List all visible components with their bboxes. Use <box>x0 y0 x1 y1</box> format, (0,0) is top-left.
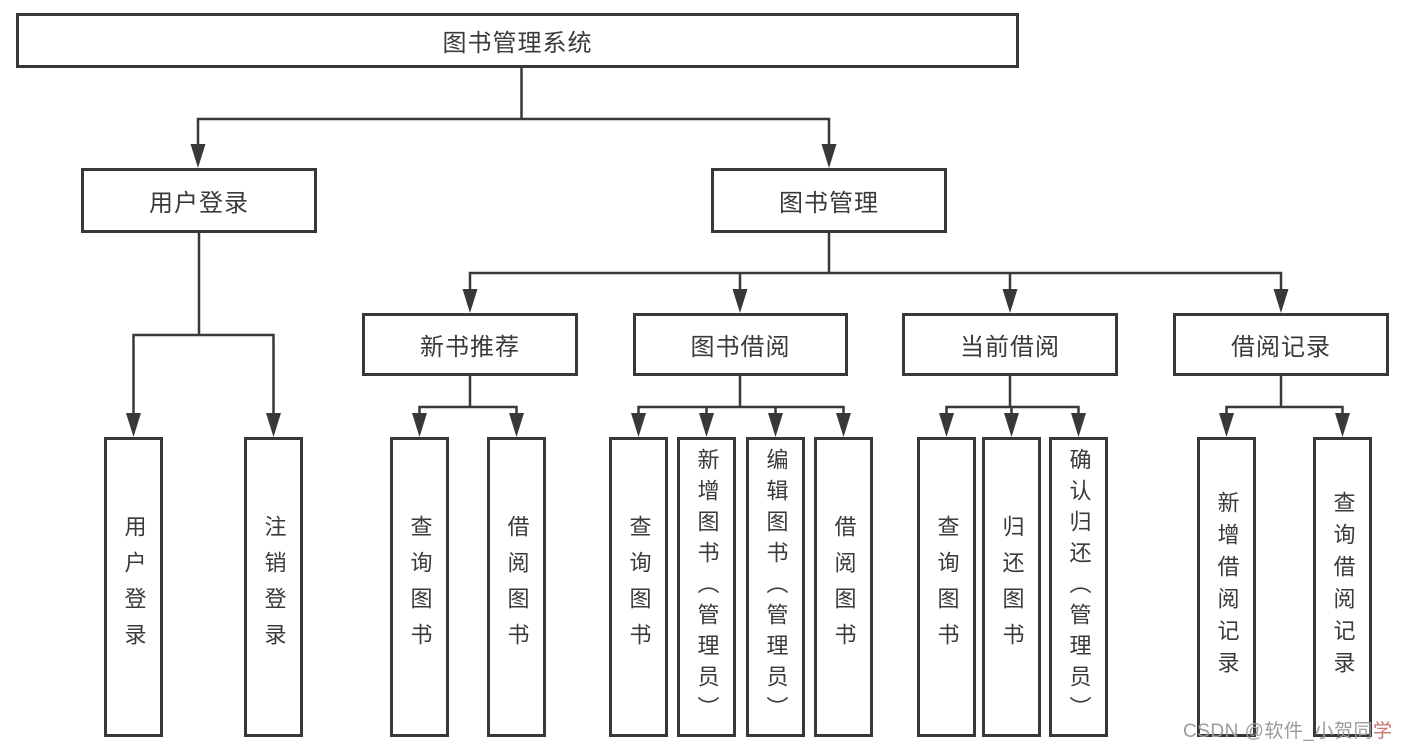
node-leaf-query-books-current-label: 查询图书 <box>934 515 960 659</box>
node-book-borrow-label: 图书借阅 <box>690 334 791 361</box>
node-leaf-logout: 注销登录 <box>244 437 303 737</box>
node-borrow-records: 借阅记录 <box>1173 313 1389 376</box>
node-leaf-add-book-admin-label: 新增图书（管理员） <box>694 447 720 727</box>
csdn-watermark: CSDN @软件_小贺同学 <box>1183 716 1393 743</box>
node-leaf-query-books-current: 查询图书 <box>917 437 976 737</box>
node-borrow-records-label: 借阅记录 <box>1231 334 1331 361</box>
connector-new-book-recommend-children <box>412 376 524 437</box>
node-leaf-edit-book-admin-label: 编辑图书（管理员） <box>763 447 789 727</box>
node-leaf-query-books-borrow: 查询图书 <box>609 437 668 737</box>
node-leaf-edit-book-admin: 编辑图书（管理员） <box>746 437 805 737</box>
node-user-login-label: 用户登录 <box>149 190 249 217</box>
connector-borrow-records-children <box>1219 376 1350 437</box>
node-leaf-user-login-label: 用户登录 <box>121 515 147 659</box>
node-leaf-confirm-return-admin-label: 确认归还（管理员） <box>1066 447 1092 727</box>
node-leaf-query-books-recommend: 查询图书 <box>390 437 449 737</box>
node-book-management: 图书管理 <box>711 168 947 233</box>
node-leaf-add-borrow-record-label: 新增借阅记录 <box>1214 491 1240 683</box>
connector-user-login-children <box>126 233 281 437</box>
node-root: 图书管理系统 <box>16 13 1019 68</box>
node-root-label: 图书管理系统 <box>442 30 593 57</box>
node-leaf-borrow-books-label: 借阅图书 <box>831 515 857 659</box>
node-new-book-recommend-label: 新书推荐 <box>420 334 520 361</box>
csdn-watermark-text: CSDN @软件_小贺同 <box>1183 721 1373 742</box>
csdn-watermark-accent: 学 <box>1372 721 1393 742</box>
node-current-borrow-label: 当前借阅 <box>960 334 1060 361</box>
node-leaf-return-book-label: 归还图书 <box>999 515 1025 659</box>
node-leaf-query-borrow-record: 查询借阅记录 <box>1313 437 1372 737</box>
connector-book-management-to-level3 <box>462 233 1289 313</box>
node-leaf-logout-label: 注销登录 <box>261 515 287 659</box>
node-leaf-add-book-admin: 新增图书（管理员） <box>677 437 736 737</box>
connector-root-to-level2 <box>190 68 837 168</box>
node-leaf-confirm-return-admin: 确认归还（管理员） <box>1049 437 1108 737</box>
node-leaf-borrow-books-recommend-label: 借阅图书 <box>504 515 530 659</box>
connector-current-borrow-children <box>939 376 1086 437</box>
node-leaf-borrow-books-recommend: 借阅图书 <box>487 437 546 737</box>
node-leaf-add-borrow-record: 新增借阅记录 <box>1197 437 1256 737</box>
node-leaf-query-books-recommend-label: 查询图书 <box>407 515 433 659</box>
node-leaf-query-borrow-record-label: 查询借阅记录 <box>1330 491 1356 683</box>
node-leaf-user-login: 用户登录 <box>104 437 163 737</box>
node-leaf-query-books-borrow-label: 查询图书 <box>626 515 652 659</box>
node-user-login: 用户登录 <box>81 168 317 233</box>
node-leaf-return-book: 归还图书 <box>982 437 1041 737</box>
node-book-management-label: 图书管理 <box>779 190 879 217</box>
node-book-borrow: 图书借阅 <box>633 313 848 376</box>
connector-book-borrow-children <box>631 376 851 437</box>
node-current-borrow: 当前借阅 <box>902 313 1118 376</box>
node-leaf-borrow-books: 借阅图书 <box>814 437 873 737</box>
node-new-book-recommend: 新书推荐 <box>362 313 578 376</box>
